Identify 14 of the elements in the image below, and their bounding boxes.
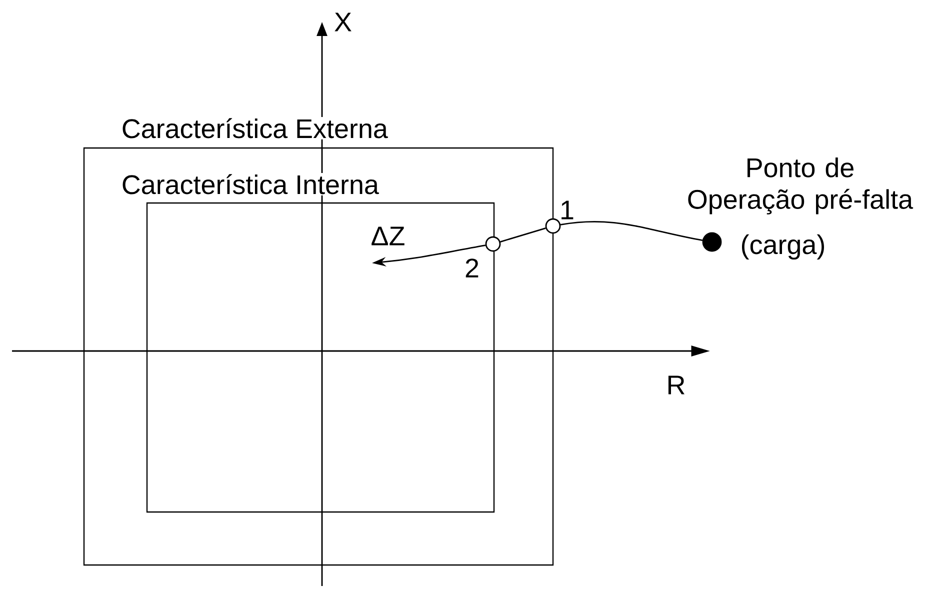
axis-label: R [668,376,684,394]
point-label: 1 [562,200,574,220]
operating-point [702,232,722,252]
node-label: Característica Interna [122,174,379,194]
point-label: (carga) [742,234,824,260]
trajectory-line [500,228,546,242]
trajectory-line [560,220,703,241]
axis-label: X [334,12,352,32]
operating-point [545,218,561,234]
point-label: 2 [466,258,478,278]
edge-label: ΔZ [372,226,404,246]
point-label: Ponto de Operação pré-falta [688,158,914,214]
node-label: Característica Externa [122,118,388,138]
operating-point [485,236,501,252]
